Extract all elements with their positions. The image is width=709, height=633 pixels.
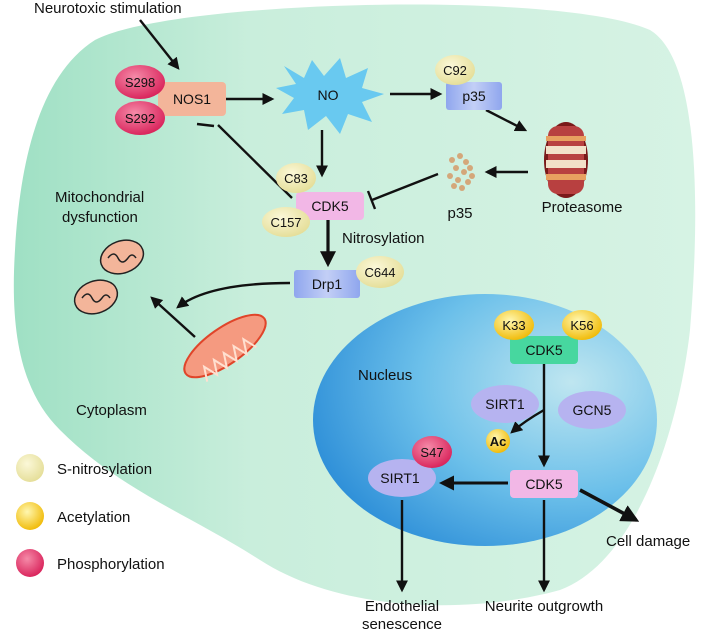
drp1-label: Drp1 <box>312 276 343 292</box>
p35-box <box>446 82 502 110</box>
drp1-box <box>294 270 360 298</box>
s47-label: S47 <box>420 445 443 460</box>
cytoplasm-label: Cytoplasm <box>76 402 147 419</box>
c157-badge <box>262 207 310 237</box>
proteasome-label: Proteasome <box>542 199 623 216</box>
arrow-ac <box>510 408 545 434</box>
degraded-p35-icon <box>447 153 475 191</box>
cdk5-cyto-box <box>296 192 364 220</box>
c92-badge <box>435 55 475 85</box>
proteasome-icon <box>544 122 588 198</box>
mito-dysfunction-label-1: Mitochondrial <box>55 189 144 206</box>
arrow-mito-dysfunction <box>150 296 196 338</box>
sirt1-nuc-label: SIRT1 <box>485 396 525 412</box>
cdk5-nuc-top-box <box>510 336 578 364</box>
cdk5-nuc-top-label: CDK5 <box>525 342 563 358</box>
s47-badge <box>412 436 452 468</box>
gcn5-node <box>558 391 626 429</box>
s292-label: S292 <box>125 111 155 126</box>
sirt1-out-node <box>368 459 436 497</box>
arrow-p35-proteasome <box>485 108 528 132</box>
legend-nitrosylation-swatch <box>16 454 44 482</box>
edges <box>139 19 640 593</box>
legend-acetylation-label: Acetylation <box>57 509 130 526</box>
arrow-drp1-mito <box>176 281 291 309</box>
p35-label: p35 <box>462 88 486 104</box>
c83-badge <box>276 163 316 193</box>
neurotoxic-label: Neurotoxic stimulation <box>34 0 182 17</box>
nitrosylation-label: Nitrosylation <box>342 230 425 247</box>
no-burst <box>276 58 384 134</box>
ac-label: Ac <box>490 434 507 449</box>
cdk5-nuc-bottom-box <box>510 470 578 498</box>
arrow-stimulation-nos1 <box>139 19 180 70</box>
legend-nitrosylation-label: S-nitrosylation <box>57 461 152 478</box>
nos1-box <box>158 82 226 116</box>
endothelial-label-2: senescence <box>362 616 442 633</box>
s298-label: S298 <box>125 75 155 90</box>
cdk5-nuc-bottom-label: CDK5 <box>525 476 563 492</box>
mitochondrion-icon <box>183 313 267 382</box>
c644-badge <box>356 256 404 288</box>
mito-dysfunction-label-2: dysfunction <box>62 209 138 226</box>
legend: S-nitrosylation Acetylation Phosphorylat… <box>16 454 165 577</box>
endothelial-label-1: Endothelial <box>365 598 439 615</box>
s292-badge <box>115 101 165 135</box>
arrow-cdk5-damage <box>579 488 640 522</box>
nucleus-label: Nucleus <box>358 367 412 384</box>
k56-badge <box>562 310 602 340</box>
ac-badge <box>486 429 510 453</box>
sirt1-out-label: SIRT1 <box>380 470 420 486</box>
legend-acetylation-swatch <box>16 502 44 530</box>
k33-badge <box>494 310 534 340</box>
cell-damage-label: Cell damage <box>606 533 690 550</box>
p35-degraded-label: p35 <box>447 205 472 222</box>
legend-phosphorylation-swatch <box>16 549 44 577</box>
no-label: NO <box>318 87 339 103</box>
k56-label: K56 <box>570 318 593 333</box>
c157-label: C157 <box>270 215 301 230</box>
nos1-label: NOS1 <box>173 91 211 107</box>
fragmented-mitochondria-icon <box>73 239 145 315</box>
legend-phosphorylation-label: Phosphorylation <box>57 556 165 573</box>
c83-label: C83 <box>284 171 308 186</box>
c92-label: C92 <box>443 63 467 78</box>
neurite-label: Neurite outgrowth <box>485 598 603 615</box>
sirt1-nuc-node <box>471 385 539 423</box>
k33-label: K33 <box>502 318 525 333</box>
gcn5-label: GCN5 <box>573 402 612 418</box>
c644-label: C644 <box>364 265 395 280</box>
inhibit-p35-cdk5 <box>371 172 439 202</box>
s298-badge <box>115 65 165 99</box>
cdk5-cyto-label: CDK5 <box>311 198 349 214</box>
